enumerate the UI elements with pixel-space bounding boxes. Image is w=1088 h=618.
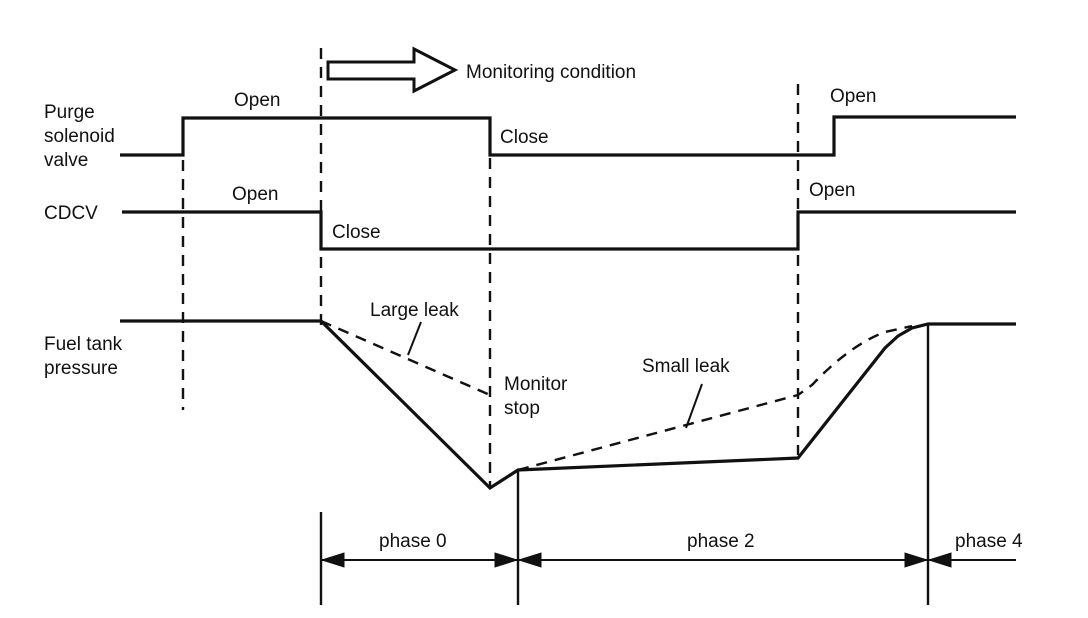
small-leak-label: Small leak [642,356,730,377]
phase-2-left-arrowhead [517,552,542,568]
monitoring-arrow-icon [326,46,459,94]
small-leak-curve [517,324,913,472]
cdcv-close-label: Close [332,222,381,243]
large-leak-label: Large leak [370,300,459,321]
purge-label-line1: Purge [44,102,95,123]
fuel-tank-label-line2: pressure [44,358,118,379]
large-leak-leader [407,321,422,356]
monitor-stop-label-line1: Monitor [504,374,568,395]
phase-4-label: phase 4 [955,531,1023,552]
cdcv-open-label-1: Open [232,184,278,205]
fuel-tank-label-line1: Fuel tank [44,334,123,355]
large-leak-curve [320,319,491,397]
monitor-stop-label-line2: stop [504,398,540,419]
phase-0-left-arrowhead [320,552,345,568]
purge-open-label-2: Open [830,86,876,107]
phase-4-left-arrowhead [927,552,952,568]
purge-open-label-1: Open [234,90,280,111]
cdcv-label: CDCV [44,203,98,224]
phase-0-right-arrowhead [494,552,519,568]
monitoring-condition-label: Monitoring condition [466,62,636,83]
purge-label-line3: valve [44,150,88,171]
phase-2-right-arrowhead [904,552,929,568]
phase-2-label: phase 2 [687,531,755,552]
purge-close-label: Close [500,127,549,148]
phase-0-label: phase 0 [379,531,447,552]
small-leak-leader [685,383,703,429]
cdcv-waveform [122,210,1016,251]
purge-valve-waveform [120,115,1016,157]
purge-label-line2: solenoid [44,126,115,147]
fuel-pressure-curve [120,319,1016,491]
cdcv-open-label-2: Open [809,180,855,201]
